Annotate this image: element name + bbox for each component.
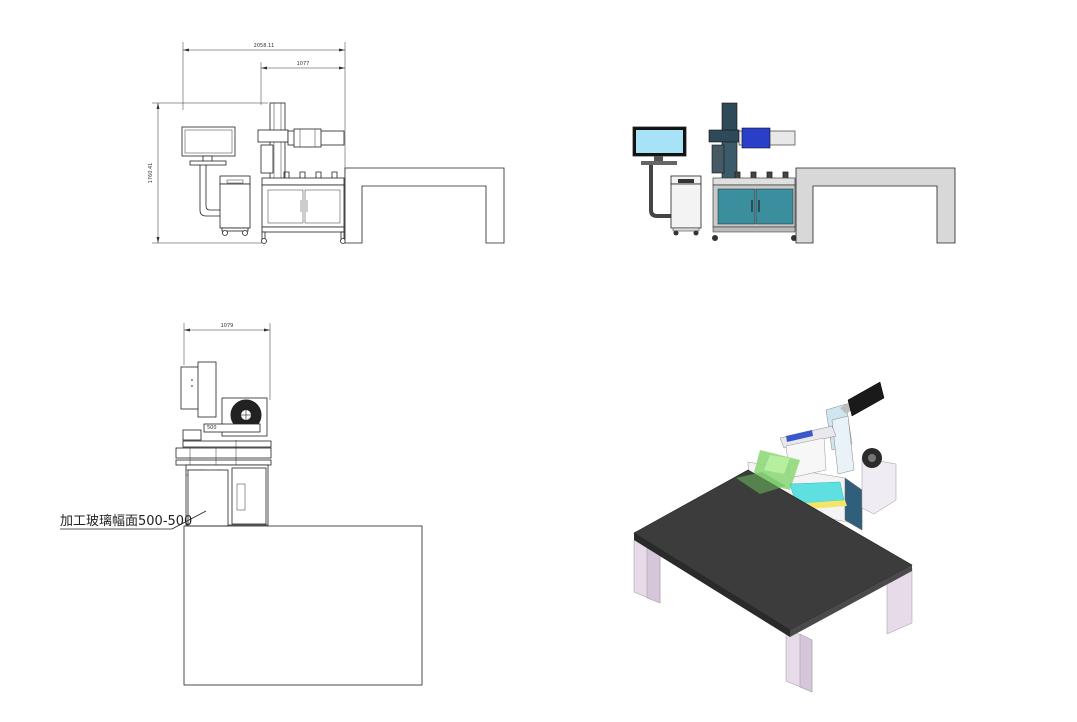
control-box bbox=[670, 175, 702, 236]
monitor bbox=[632, 126, 687, 165]
isometric-view bbox=[633, 381, 913, 693]
control-box bbox=[219, 175, 251, 236]
glass-size-annotation: 加工玻璃幅面500-500 bbox=[60, 510, 207, 530]
gantry-column bbox=[257, 102, 289, 187]
dimension-label-overall: 2058.11 bbox=[254, 43, 275, 49]
work-table bbox=[795, 167, 956, 244]
dimension-label-height: 1760.41 bbox=[148, 163, 154, 184]
work-table-top bbox=[183, 525, 423, 686]
spindle-assembly bbox=[287, 128, 345, 148]
cabinet bbox=[712, 184, 797, 241]
work-table bbox=[344, 167, 505, 244]
monitor bbox=[181, 126, 236, 166]
gantry-column bbox=[708, 102, 740, 187]
monitor-arm bbox=[199, 165, 222, 217]
dimension-machine-width: 1077 bbox=[260, 61, 345, 105]
dimension-top-width: 1079 bbox=[183, 323, 271, 400]
top-view-drawing: 1079 500 bbox=[60, 323, 423, 686]
gantry-rails-top: 500 bbox=[175, 423, 272, 466]
dimension-label-inner: 500 bbox=[207, 425, 217, 431]
dimension-label-top: 1079 bbox=[221, 323, 234, 329]
iso-table-legs bbox=[633, 539, 913, 693]
iso-table-top bbox=[633, 469, 913, 637]
dimension-height: 1760.41 bbox=[148, 102, 268, 244]
monitor-arm bbox=[649, 165, 673, 218]
iso-monitor bbox=[840, 381, 885, 417]
monitor-top bbox=[180, 361, 217, 418]
annotation-text: 加工玻璃幅面500-500 bbox=[60, 514, 192, 529]
spindle-assembly bbox=[738, 127, 796, 149]
front-view-colored bbox=[632, 102, 956, 244]
front-view-drawing: 2058.11 1077 1760.41 bbox=[148, 42, 505, 244]
dimension-label-machine: 1077 bbox=[297, 61, 310, 67]
cabinet bbox=[261, 184, 346, 244]
